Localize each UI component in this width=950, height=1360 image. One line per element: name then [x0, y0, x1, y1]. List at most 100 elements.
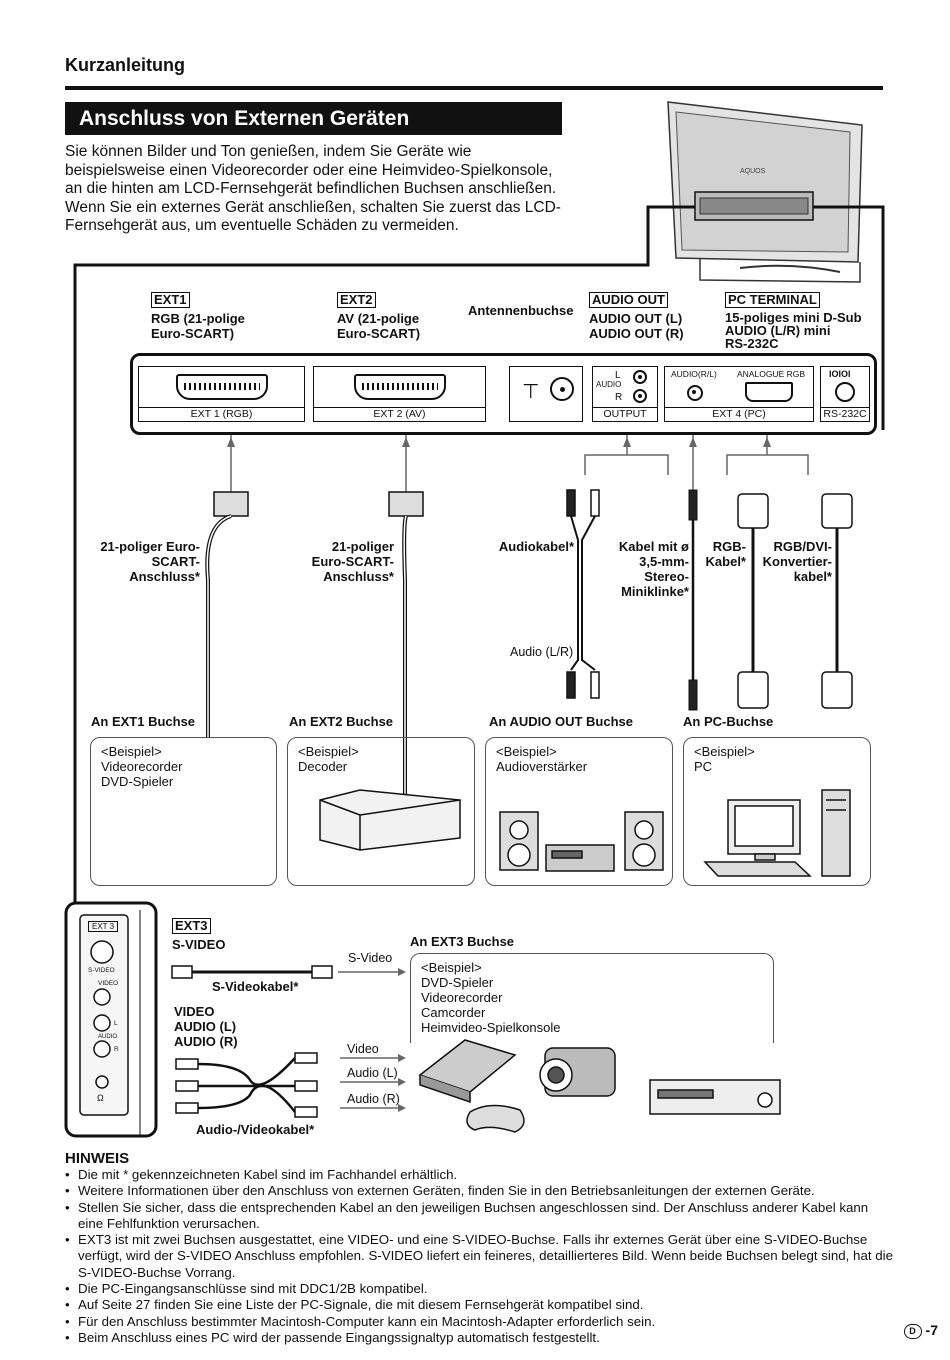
device-box-text: <Beispiel> Audioverstärker: [486, 738, 672, 774]
note-item: Die mit * gekennzeichneten Kabel sind im…: [65, 1167, 895, 1184]
ext1-socket: EXT 1 (RGB): [138, 366, 305, 422]
device-heading-ext2: An EXT2 Buchse: [289, 714, 394, 729]
rgbdvi-cable-label: RGB/DVI-Konvertier-kabel*: [762, 539, 832, 584]
ext3-audio-small: AUDIO: [98, 1034, 118, 1040]
audio-l-jack-icon: [633, 370, 647, 384]
ext2-caption: EXT 2 (AV): [314, 407, 485, 421]
note-item: Weitere Informationen über den Anschluss…: [65, 1183, 895, 1200]
device-box-audio: <Beispiel> Audioverstärker: [485, 737, 673, 886]
example-label: <Beispiel>: [694, 744, 755, 759]
notes-title: HINWEIS: [65, 1150, 130, 1167]
audio-cable: [566, 489, 600, 699]
ext3-svideo: S-VIDEO: [172, 937, 226, 952]
audio-cable-label: Audiokabel*: [498, 539, 574, 554]
decoder-illustration: [319, 789, 461, 851]
audio-r-jack-icon: [633, 389, 647, 403]
audio-rl-label: AUDIO(R/L): [671, 369, 717, 379]
ext3-r-small: R: [114, 1046, 119, 1053]
headphone-icon: Ω: [97, 1093, 104, 1103]
ext1-desc: RGB (21-polige Euro-SCART): [151, 311, 245, 341]
example-label: <Beispiel>: [298, 744, 359, 759]
ext3-audio-l-label: AUDIO (L): [174, 1019, 237, 1034]
ext1-caption: EXT 1 (RGB): [139, 407, 304, 421]
device-box-ext2: <Beispiel> Decoder: [287, 737, 475, 886]
note-item: Für den Anschluss bestimmter Macintosh-C…: [65, 1314, 895, 1331]
scart-connector-icon: [353, 374, 446, 400]
scart-connector-icon: [175, 374, 268, 400]
av-cable: [175, 1052, 318, 1118]
pc-terminal-line1: 15-poliges mini D-Sub: [725, 310, 862, 325]
ext3-name: EXT3: [172, 918, 211, 934]
rgb-cable-label: RGB-Kabel*: [705, 539, 746, 569]
language-badge: D: [903, 1323, 922, 1339]
arrow-label-audio-l: Audio (L): [347, 1066, 398, 1080]
device-heading-pc: An PC-Buchse: [683, 714, 774, 729]
audio-output-socket: L AUDIO R OUTPUT: [592, 366, 658, 422]
page-header-title: Kurzanleitung: [65, 55, 185, 75]
device-item: DVD-Spieler: [421, 975, 494, 990]
audio-output-l: L: [615, 370, 621, 381]
scart-cable-1-label: 21-poliger Euro-SCART-Anschluss*: [100, 539, 200, 584]
rs232-icon: IOIOI: [829, 369, 851, 379]
note-item: Auf Seite 27 finden Sie eine Liste der P…: [65, 1297, 895, 1314]
pc-terminal-line3: RS-232C: [725, 336, 779, 351]
device-box-text: <Beispiel> Videorecorder DVD-Spieler: [91, 738, 276, 789]
ext2-name: EXT2: [337, 292, 376, 308]
device-item: PC: [694, 759, 713, 774]
audio-out-line1: AUDIO OUT (L): [589, 311, 683, 326]
tv-rear-illustration: [667, 101, 863, 283]
ext1-name: EXT1: [151, 292, 190, 308]
ext3-device-box: <Beispiel> DVD-Spieler Videorecorder Cam…: [410, 953, 774, 1043]
ext2-socket: EXT 2 (AV): [313, 366, 486, 422]
ext3-audio-r-label: AUDIO (R): [174, 1034, 238, 1049]
audio-output-r: R: [615, 392, 623, 403]
amplifier-illustration: [499, 811, 664, 872]
device-box-text: <Beispiel> Decoder: [288, 738, 474, 774]
example-label: <Beispiel>: [496, 744, 557, 759]
device-item: Audioverstärker: [496, 759, 588, 774]
ext3-devices-illustration: [418, 1039, 781, 1133]
note-item: Stellen Sie sicher, dass die entsprechen…: [65, 1200, 895, 1233]
rs232-jack-icon: [835, 382, 855, 402]
output-caption: OUTPUT: [593, 407, 657, 421]
svideo-cable: [171, 965, 333, 979]
ext3-side-panel: [64, 901, 158, 1138]
rear-connector-panel: EXT 1 (RGB) EXT 2 (AV) ⊤ L AUDIO R OUTPU…: [130, 353, 877, 435]
device-item: Videorecorder: [421, 990, 503, 1005]
audio-out-line2: AUDIO OUT (R): [589, 326, 684, 341]
page-number: D-7: [903, 1322, 938, 1339]
tv-brand: AQUOS: [740, 168, 766, 175]
minijack-cable: [688, 489, 698, 711]
device-box-ext1: <Beispiel> Videorecorder DVD-Spieler: [90, 737, 277, 886]
minijack-socket-icon: [687, 385, 703, 401]
rs232-caption: RS-232C: [821, 407, 869, 421]
svideo-cable-label: S-Videokabel*: [212, 979, 299, 994]
ext4-caption: EXT 4 (PC): [665, 407, 813, 421]
notes-list: Die mit * gekennzeichneten Kabel sind im…: [65, 1167, 895, 1347]
rs232-socket: IOIOI RS-232C: [820, 366, 870, 422]
ext3-l-small: L: [114, 1020, 118, 1027]
header-rule: [65, 86, 883, 90]
device-box-pc: <Beispiel> PC: [683, 737, 871, 886]
section-title: Anschluss von Externen Geräten: [65, 102, 562, 135]
device-item: Videorecorder: [101, 759, 183, 774]
antenna-jack-icon: [550, 377, 574, 401]
device-box-text: <Beispiel> DVD-Spieler Videorecorder Cam…: [411, 954, 773, 1035]
intro-paragraph-1: Sie können Bilder und Ton genießen, inde…: [65, 143, 557, 197]
example-label: <Beispiel>: [421, 960, 482, 975]
device-item: Heimvideo-Spielkonsole: [421, 1020, 561, 1035]
audio-out-name: AUDIO OUT: [589, 292, 668, 308]
ext4-socket: AUDIO(R/L) ANALOGUE RGB EXT 4 (PC): [664, 366, 814, 422]
antenna-icon: ⊤: [522, 381, 540, 403]
pc-illustration: [703, 789, 851, 877]
pc-terminal-line2: AUDIO (L/R) mini: [725, 323, 831, 338]
antenna-socket: ⊤: [509, 366, 583, 422]
ext3-video-label: VIDEO: [174, 1004, 215, 1019]
note-item: Beim Anschluss eines PC wird der passend…: [65, 1330, 895, 1347]
ext3-video-small: VIDEO: [98, 980, 119, 987]
minijack-cable-label: Kabel mit ø 3,5-mm-Stereo-Miniklinke*: [618, 539, 689, 599]
scart-cable-2-label: 21-poliger Euro-SCART-Anschluss*: [311, 539, 394, 584]
ext3-target-heading: An EXT3 Buchse: [410, 934, 515, 949]
ext3-side-label: EXT 3: [88, 921, 119, 932]
note-item: Die PC-Eingangsanschlüsse sind mit DDC1/…: [65, 1281, 895, 1298]
